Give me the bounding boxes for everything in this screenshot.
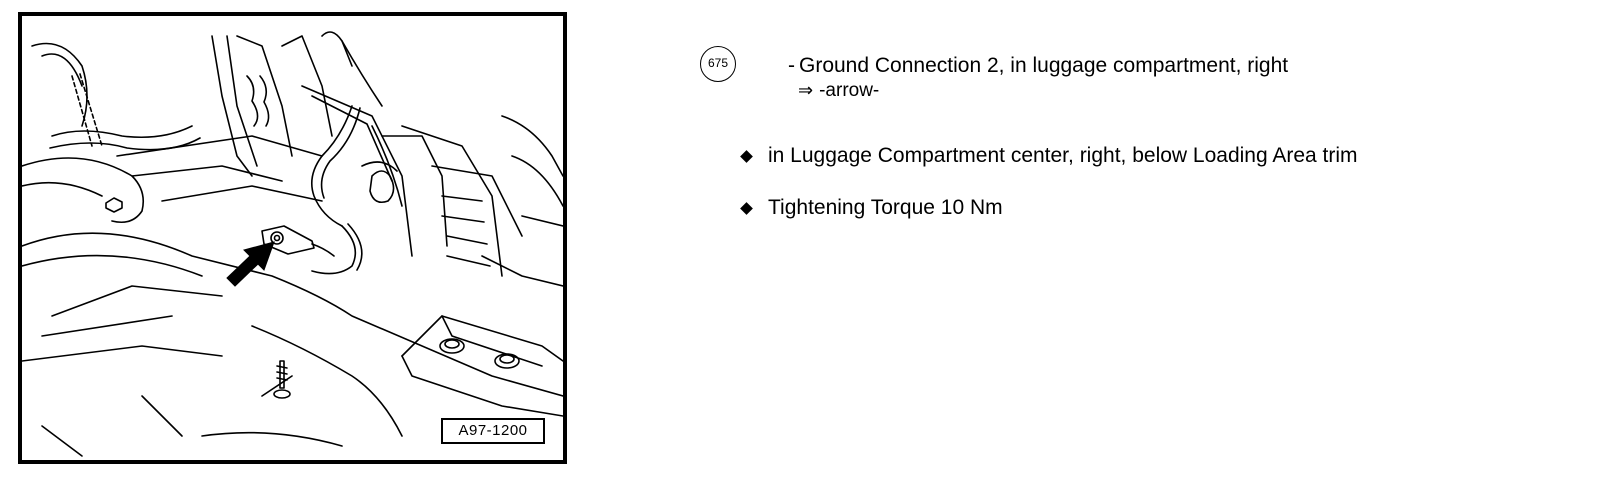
list-item: Tightening Torque 10 Nm: [740, 195, 1500, 221]
bullet-text: in Luggage Compartment center, right, be…: [768, 144, 1358, 167]
illustration-frame: A97-1200: [18, 12, 567, 464]
item-number-badge: 675: [700, 46, 736, 82]
diamond-bullet-icon: [740, 150, 753, 163]
bullet-text: Tightening Torque 10 Nm: [768, 196, 1003, 219]
item-reference: ⇒-arrow-: [798, 80, 879, 102]
double-arrow-icon: ⇒: [798, 80, 814, 101]
figure-reference-label: A97-1200: [441, 418, 545, 444]
list-item: in Luggage Compartment center, right, be…: [740, 143, 1500, 169]
item-description-text: Ground Connection 2, in luggage compartm…: [799, 54, 1289, 77]
component-description: 675 -Ground Connection 2, in luggage com…: [700, 40, 1560, 110]
luggage-compartment-drawing: [22, 31, 563, 457]
item-description: -Ground Connection 2, in luggage compart…: [788, 54, 1288, 78]
pointer-arrow: [226, 241, 275, 287]
item-dash: -: [788, 54, 795, 77]
bullet-list: in Luggage Compartment center, right, be…: [740, 143, 1500, 247]
diamond-bullet-icon: [740, 202, 753, 215]
component-item: 675 -Ground Connection 2, in luggage com…: [700, 40, 1560, 110]
item-reference-text: -arrow-: [819, 80, 880, 101]
